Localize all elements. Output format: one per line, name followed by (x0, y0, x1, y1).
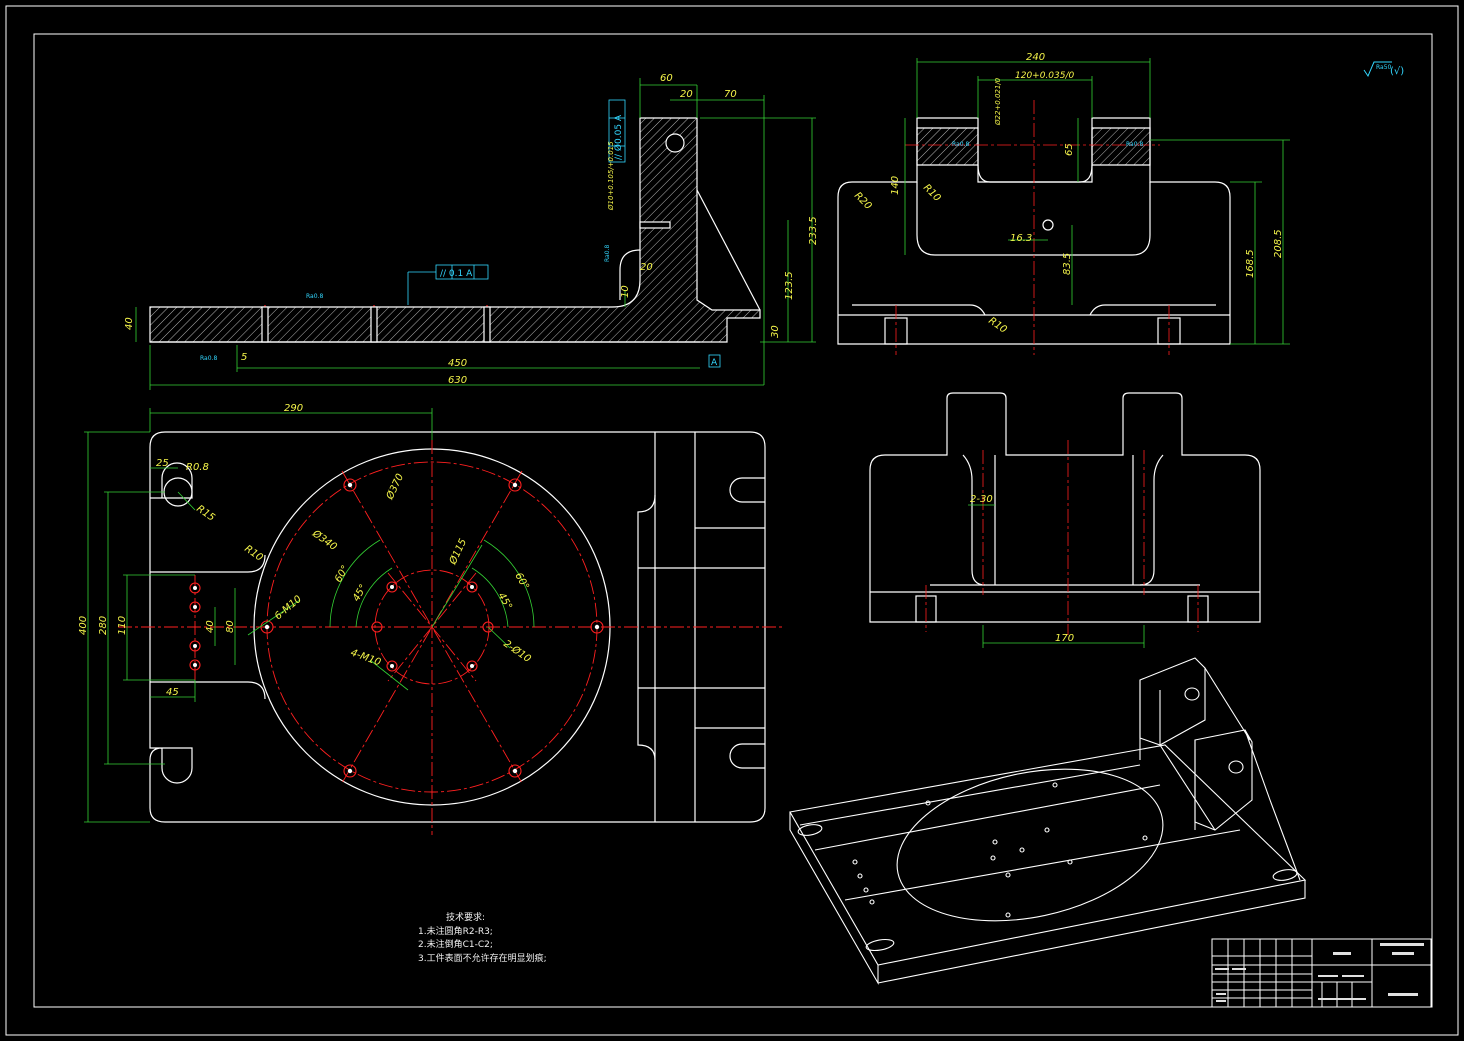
dim-70: 70 (724, 89, 737, 100)
front-view (837, 117, 1231, 345)
dim-110: 110 (117, 616, 128, 635)
dim-123-5: 123.5 (784, 271, 795, 300)
top-view-dims (84, 408, 535, 823)
dim-r0-8: R0.8 (186, 462, 209, 473)
dim-20b: 20 (640, 262, 653, 273)
dim-20: 20 (680, 89, 693, 100)
gdt-parallel-label: // Ø0.05 A (613, 114, 624, 160)
dim-40-top: 40 (205, 620, 216, 633)
dim-168-5: 168.5 (1245, 249, 1256, 278)
dim-angle-60-left: 60° (333, 564, 351, 585)
front-view-dims (904, 58, 1290, 345)
dim-630: 630 (448, 375, 467, 386)
datum-a-label: A (711, 358, 718, 368)
title-block (1211, 938, 1432, 1008)
dim-240: 240 (1026, 52, 1045, 63)
side-view-section (149, 117, 761, 343)
dim-170: 170 (1055, 633, 1074, 644)
side-view-rib (696, 189, 761, 311)
roughness-2: Ra0.8 (200, 355, 217, 362)
dim-2-30: 2-30 (970, 494, 993, 505)
roughness-corner-symbol (1363, 61, 1392, 78)
tech-requirement-3: 3.工件表面不允许存在明显划痕; (418, 953, 547, 964)
dim-r10-top: R10 (921, 182, 943, 204)
dim-140: 140 (890, 176, 901, 195)
title-block-fill (1215, 943, 1424, 1002)
dim-30: 30 (770, 325, 781, 338)
dim-r10-bottom: R10 (986, 315, 1008, 335)
isometric-view (789, 657, 1307, 986)
dim-16-3: 16.3 (1010, 233, 1032, 244)
roughness-3: Ra0.8 (604, 245, 611, 262)
dim-65: 65 (1064, 143, 1075, 156)
side-view (149, 117, 761, 343)
side-view-bore (665, 133, 685, 153)
tech-requirement-2: 2.未注倒角C1-C2; (418, 940, 493, 950)
dim-400: 400 (78, 616, 89, 635)
dim-45: 45 (166, 687, 179, 698)
tech-requirement-1: 1.未注圆角R2-R3; (418, 926, 493, 937)
dim-40: 40 (124, 317, 135, 330)
roughness-corner-paren: (√) (1390, 66, 1404, 77)
rear-view (869, 392, 1261, 623)
dim-angle-60-right: 60° (512, 571, 530, 592)
dim-r10-top: R10 (242, 543, 264, 563)
dim-280: 280 (98, 616, 109, 635)
dim-phi370: Ø370 (383, 472, 406, 502)
roughness-corner-label: Ra50 (1376, 64, 1392, 71)
dim-450: 450 (448, 358, 467, 369)
dim-25: 25 (156, 458, 169, 469)
front-view-boss-right (1091, 127, 1151, 166)
tech-requirements: 技术要求: 1.未注圆角R2-R3; 2.未注倒角C1-C2; 3.工件表面不允… (418, 912, 547, 966)
front-roughness-1: Ra0.8 (952, 141, 969, 148)
dim-208-5: 208.5 (1273, 229, 1284, 258)
inner-frame (33, 33, 1433, 1008)
dim-10: 10 (620, 285, 631, 298)
dim-r15: R15 (194, 503, 216, 523)
roughness-1: Ra0.8 (306, 293, 323, 300)
dim-60: 60 (660, 73, 673, 84)
dim-r20: R20 (852, 190, 874, 212)
side-view-dims (135, 78, 816, 390)
dim-83-5: 83.5 (1062, 253, 1073, 275)
top-view-holes (189, 478, 604, 778)
dim-2-phi10: 2-Ø10 (501, 638, 533, 665)
side-view-gdt (407, 99, 721, 368)
iso-base-top (789, 744, 1307, 966)
dim-phi340: Ø340 (309, 527, 339, 553)
dim-233-5: 233.5 (808, 216, 819, 245)
dim-4-m10: 4-M10 (349, 647, 382, 668)
dim-angle-45-right: 45° (495, 591, 513, 612)
dim-phi22: Ø22+0.021/0 (994, 77, 1002, 126)
dim-80: 80 (225, 620, 236, 633)
front-view-boss-left (916, 127, 979, 166)
dim-120: 120+0.035/0 (1015, 71, 1075, 81)
tech-requirements-title: 技术要求: (446, 913, 486, 923)
side-view-slot (639, 221, 671, 229)
dim-phi115: Ø115 (446, 537, 469, 567)
dim-290: 290 (284, 403, 303, 414)
iso-plate-circle (896, 768, 1164, 922)
gdt-parallel2-label: // 0.1 A (440, 269, 473, 279)
outer-frame (5, 5, 1459, 1036)
dim-bore: Ø10+0.105/+0.015 (607, 141, 615, 211)
rear-view-dims (968, 504, 1145, 648)
dim-6-m10: 6-M10 (273, 594, 304, 623)
front-roughness-2: Ra0.8 (1126, 141, 1143, 148)
dim-5: 5 (241, 352, 247, 363)
rear-view-body (869, 392, 1261, 623)
top-view-centerlines (118, 440, 785, 835)
top-view-outline (149, 431, 766, 823)
